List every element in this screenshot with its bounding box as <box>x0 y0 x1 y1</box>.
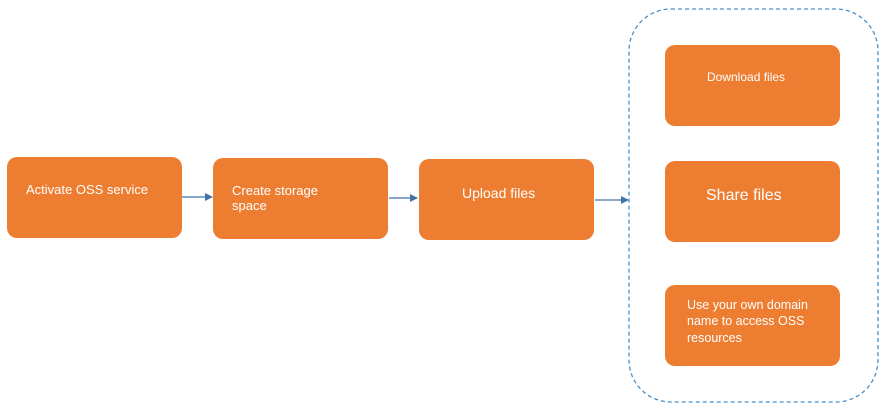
step-create-storage: Create storage space <box>213 158 388 239</box>
option-custom-domain: Use your own domain name to access OSS r… <box>665 285 840 366</box>
step-create-storage-label: Create storage space <box>232 183 318 213</box>
step-upload-files-label: Upload files <box>462 185 536 201</box>
step-upload-files: Upload files <box>419 159 594 240</box>
option-share-files-label: Share files <box>706 187 782 204</box>
step-activate-oss-label: Activate OSS service <box>26 182 149 197</box>
option-custom-domain-label: Use your own domain name to access OSS r… <box>687 298 808 345</box>
step-activate-oss: Activate OSS service <box>7 157 182 238</box>
group-container <box>628 8 879 403</box>
option-download-files-label: Download files <box>707 70 786 84</box>
option-share-files: Share files <box>665 161 840 242</box>
option-download-files: Download files <box>665 45 840 126</box>
